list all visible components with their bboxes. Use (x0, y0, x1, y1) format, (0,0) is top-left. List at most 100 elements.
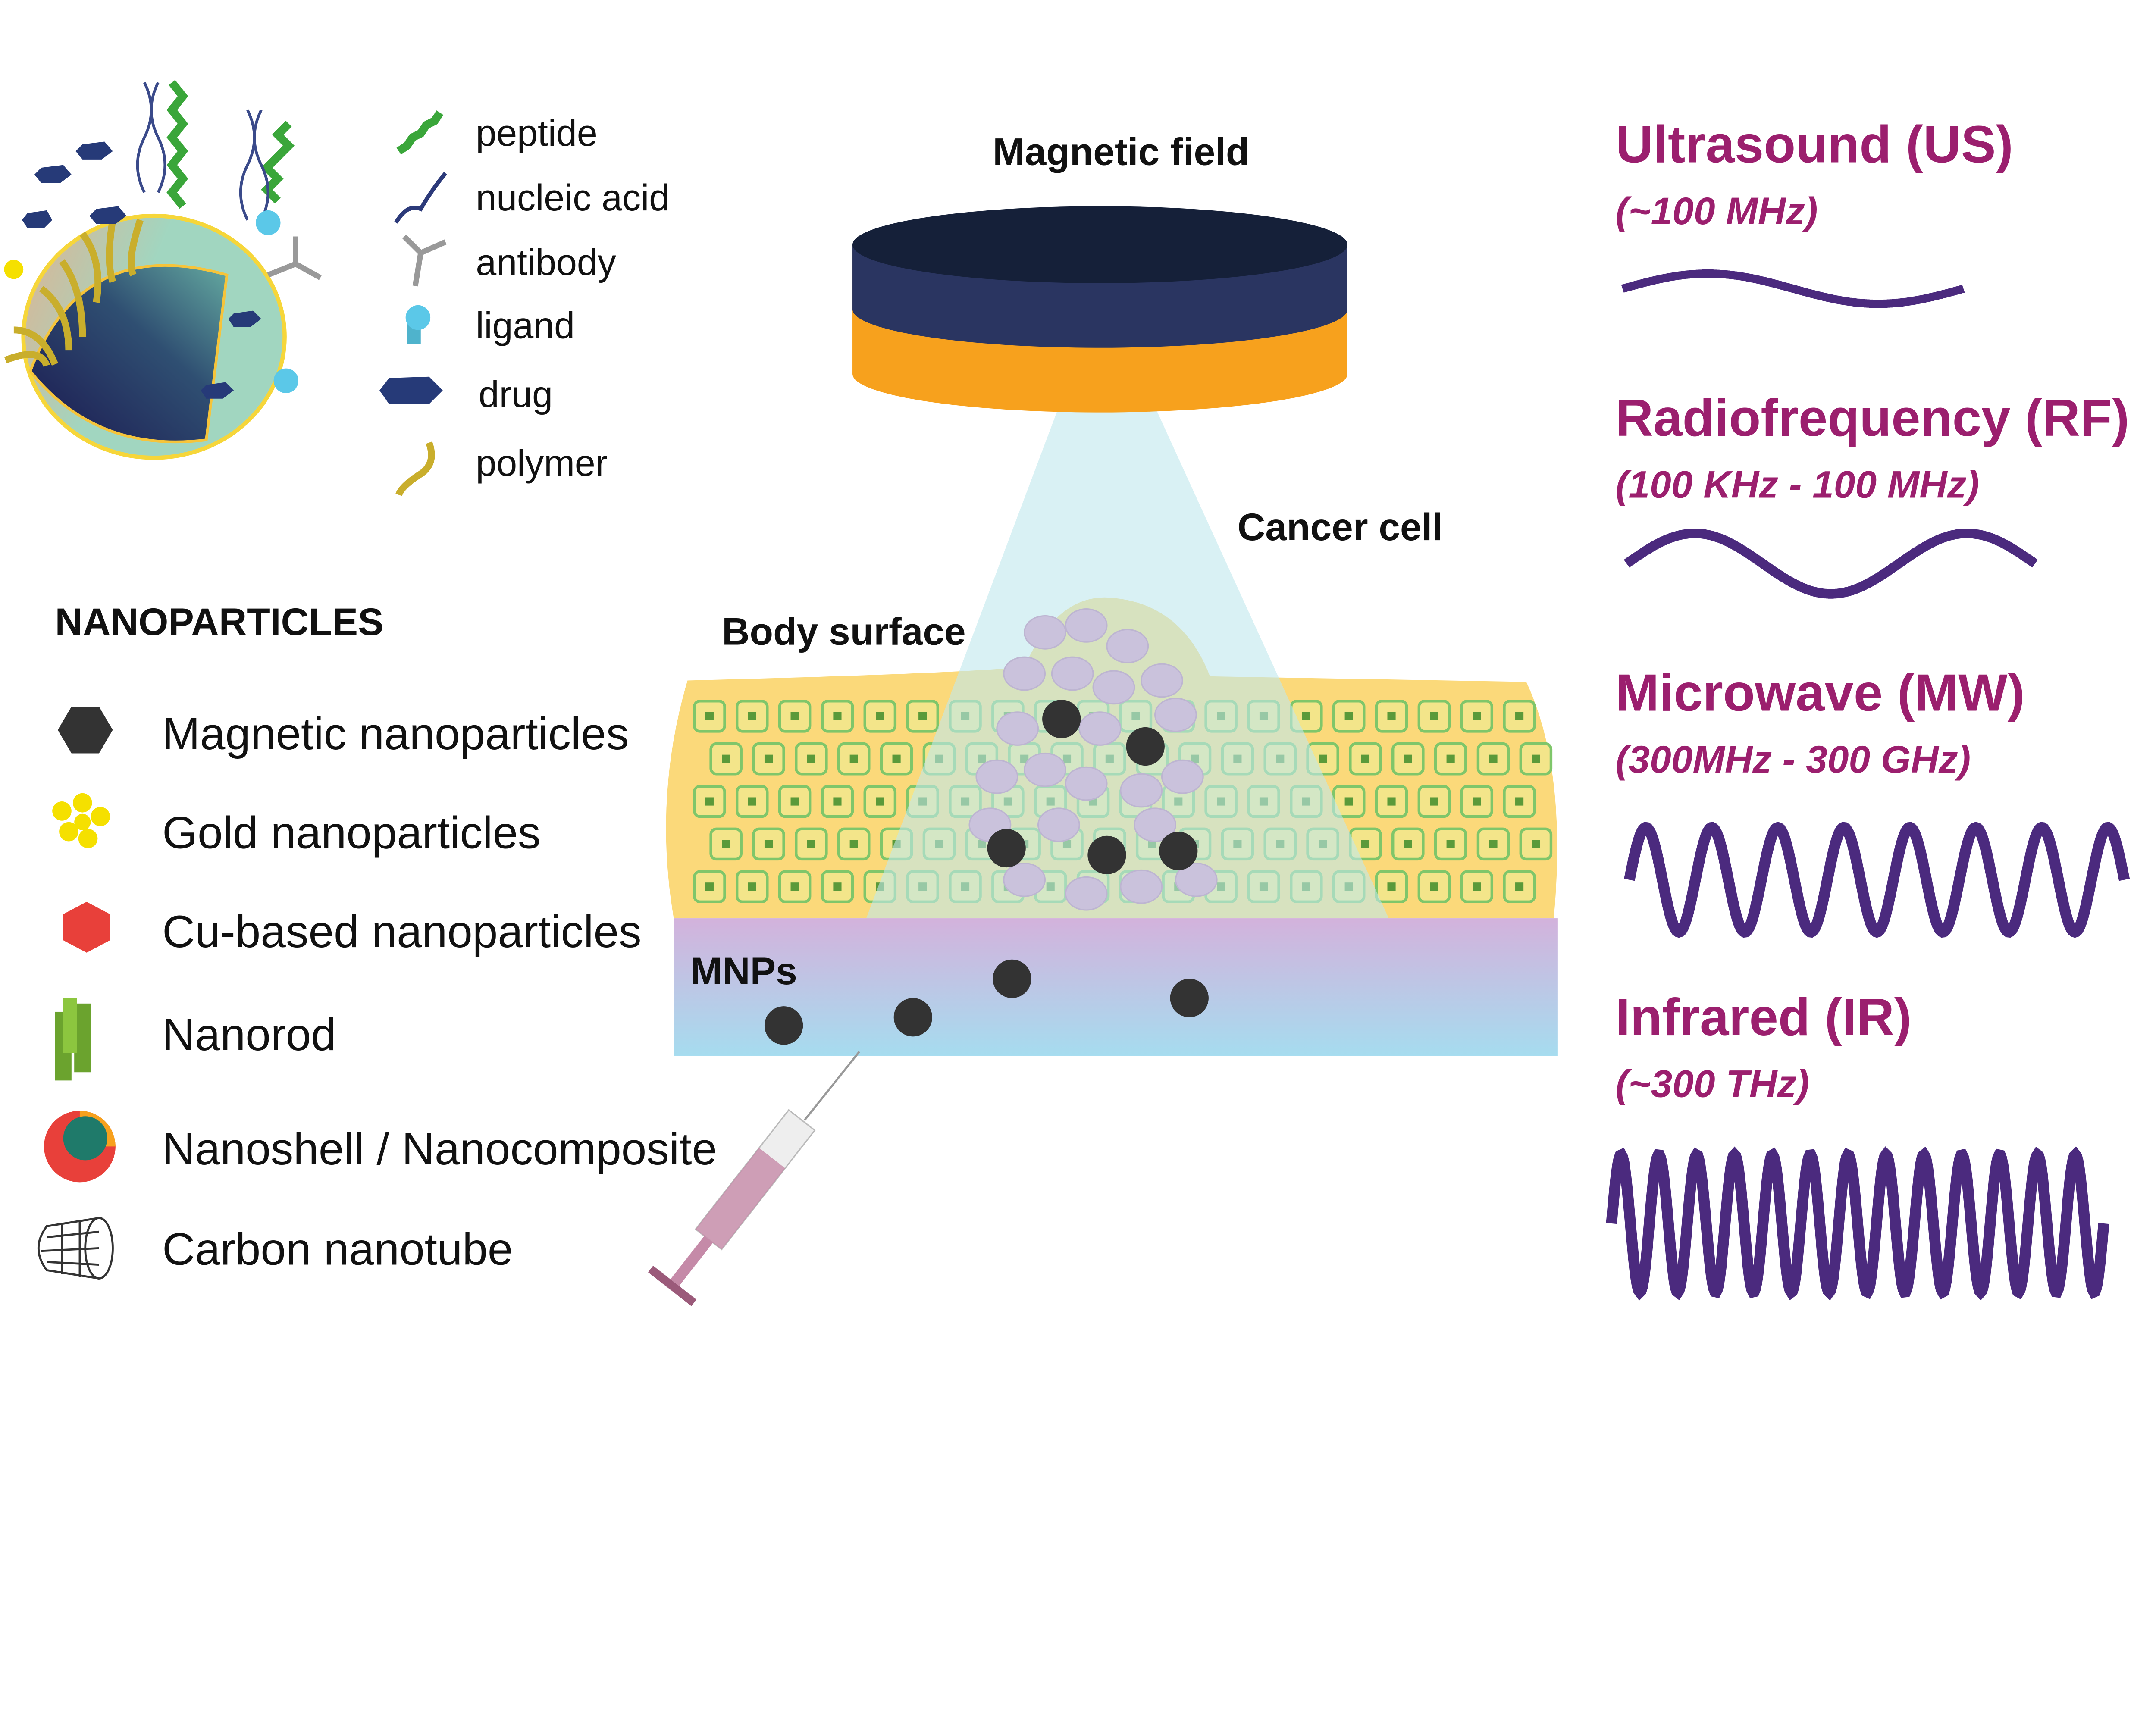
gold-nanoparticle-icon (52, 793, 110, 848)
tissue-cell-nucleus (790, 797, 799, 806)
tissue-cell-nucleus (1446, 754, 1455, 763)
tissue-cell-nucleus (1430, 882, 1438, 891)
antibody-icon (402, 234, 447, 287)
tissue-cell-nucleus (807, 840, 815, 848)
legend-label: ligand (476, 305, 575, 346)
tissue-cell-nucleus (722, 754, 730, 763)
tissue-cell-nucleus (1344, 712, 1353, 720)
polymer-icon (395, 441, 435, 496)
legend-label: nucleic acid (476, 177, 670, 219)
wave-title: Ultrasound (US) (1616, 115, 2013, 173)
tissue-cell-nucleus (705, 882, 714, 891)
tissue-cell-nucleus (1473, 712, 1481, 720)
wave-title: Radiofrequency (RF) (1616, 388, 2129, 447)
np-label: Nanorod (162, 1010, 336, 1060)
nanoparticles-legend: NANOPARTICLES Magnetic nanoparticles Gol… (38, 600, 717, 1280)
tissue-cell-nucleus (1446, 840, 1455, 848)
carbon-nanotube-icon (38, 1217, 114, 1280)
tissue-cell-nucleus (849, 754, 858, 763)
tissue-cell-nucleus (1515, 797, 1524, 806)
tissue-cell-nucleus (1344, 797, 1353, 806)
tissue-cell-nucleus (722, 840, 730, 848)
tissue-cell-nucleus (833, 882, 842, 891)
tissue-cell-nucleus (1319, 754, 1327, 763)
body-surface-label: Body surface (722, 610, 966, 653)
tissue-cell-nucleus (1532, 840, 1540, 848)
syringe-icon (648, 1051, 860, 1306)
tissue-cell-nucleus (833, 797, 842, 806)
wave-title: Microwave (MW) (1616, 663, 2025, 722)
tissue-cell-nucleus (790, 712, 799, 720)
tissue-cell-nucleus (1473, 797, 1481, 806)
cancer-cell-label: Cancer cell (1238, 505, 1443, 548)
functional-groups-legend: peptide nucleic acid antibody ligand dru… (379, 110, 670, 496)
tissue-cell-nucleus (790, 882, 799, 891)
tissue-cell-nucleus (705, 712, 714, 720)
tissue-cell-nucleus (748, 797, 756, 806)
tissue-cell-nucleus (1473, 882, 1481, 891)
magnetic-field-beam (866, 407, 1389, 919)
tissue-cell-nucleus (1387, 882, 1396, 891)
mnp-layer (674, 918, 1558, 1056)
tissue-cell-nucleus (1387, 712, 1396, 720)
nanoparticles-heading: NANOPARTICLES (55, 600, 384, 643)
cu-nanoparticle-icon (63, 901, 110, 953)
np-label: Nanoshell / Nanocomposite (162, 1124, 717, 1174)
tissue-cell-nucleus (764, 754, 773, 763)
magnetic-hyperthermia-scene: Magnetic field Cancer cell Body surface … (648, 130, 1558, 1306)
np-label: Carbon nanotube (162, 1224, 513, 1275)
tissue-cell-nucleus (705, 797, 714, 806)
legend-label: polymer (476, 442, 608, 484)
tissue-cell-nucleus (1489, 840, 1498, 848)
tissue-cell-nucleus (1361, 840, 1370, 848)
tissue-cell-nucleus (748, 882, 756, 891)
tissue-cell-nucleus (1361, 754, 1370, 763)
diagram: peptide nucleic acid antibody ligand dru… (4, 80, 2130, 1306)
mnps-label: MNPs (690, 949, 797, 992)
np-label: Cu-based nanoparticles (162, 907, 641, 957)
np-label: Magnetic nanoparticles (162, 709, 629, 759)
legend-label: drug (479, 374, 553, 415)
radiofrequency-wave (1623, 529, 2038, 599)
nanoshell-icon (44, 1111, 116, 1183)
tissue-cell-nucleus (764, 840, 773, 848)
tissue-cell-nucleus (1532, 754, 1540, 763)
wave-title: Infrared (IR) (1616, 988, 1912, 1046)
tissue-cell-nucleus (1515, 882, 1524, 891)
tissue-cell-nucleus (892, 754, 901, 763)
peptide-icon (396, 110, 444, 155)
tissue-cell-nucleus (876, 712, 884, 720)
tissue-cell-nucleus (1404, 840, 1412, 848)
infrared-wave (1606, 1146, 2109, 1301)
tissue-cell-nucleus (918, 712, 927, 720)
nanorod-icon (55, 998, 91, 1081)
wave-frequency: (100 KHz - 100 MHz) (1616, 463, 1979, 506)
ultrasound-wave (1621, 269, 1965, 308)
tissue-cell-nucleus (1515, 712, 1524, 720)
tissue-cell-nucleus (1302, 712, 1310, 720)
legend-label: antibody (476, 242, 616, 283)
magnetic-field-label: Magnetic field (993, 130, 1249, 173)
magnetic-nanoparticle-icon (57, 707, 113, 754)
magnetic-nanoparticles (764, 700, 1209, 1045)
ligand-icon (405, 305, 431, 344)
functionalized-nanoparticle-illustration (4, 80, 322, 460)
tissue-cell-nucleus (1430, 712, 1438, 720)
energy-sources: Ultrasound (US) (~100 MHz) Radiofrequenc… (1606, 115, 2130, 1301)
wave-frequency: (~300 THz) (1616, 1062, 1809, 1105)
tissue-cell-nucleus (849, 840, 858, 848)
np-label: Gold nanoparticles (162, 807, 540, 858)
tissue-cell-nucleus (876, 797, 884, 806)
legend-label: peptide (476, 113, 597, 154)
wave-frequency: (300MHz - 300 GHz) (1616, 738, 1971, 781)
tissue-cell-nucleus (748, 712, 756, 720)
drug-icon (379, 376, 443, 404)
tissue-cell-nucleus (1430, 797, 1438, 806)
tissue-cell-nucleus (1387, 797, 1396, 806)
wave-frequency: (~100 MHz) (1616, 189, 1818, 232)
nucleic-acid-icon (394, 172, 447, 224)
tissue-cell-nucleus (1404, 754, 1412, 763)
microwave-wave (1624, 822, 2130, 938)
tissue-cell-nucleus (833, 712, 842, 720)
tissue-cell-nucleus (807, 754, 815, 763)
